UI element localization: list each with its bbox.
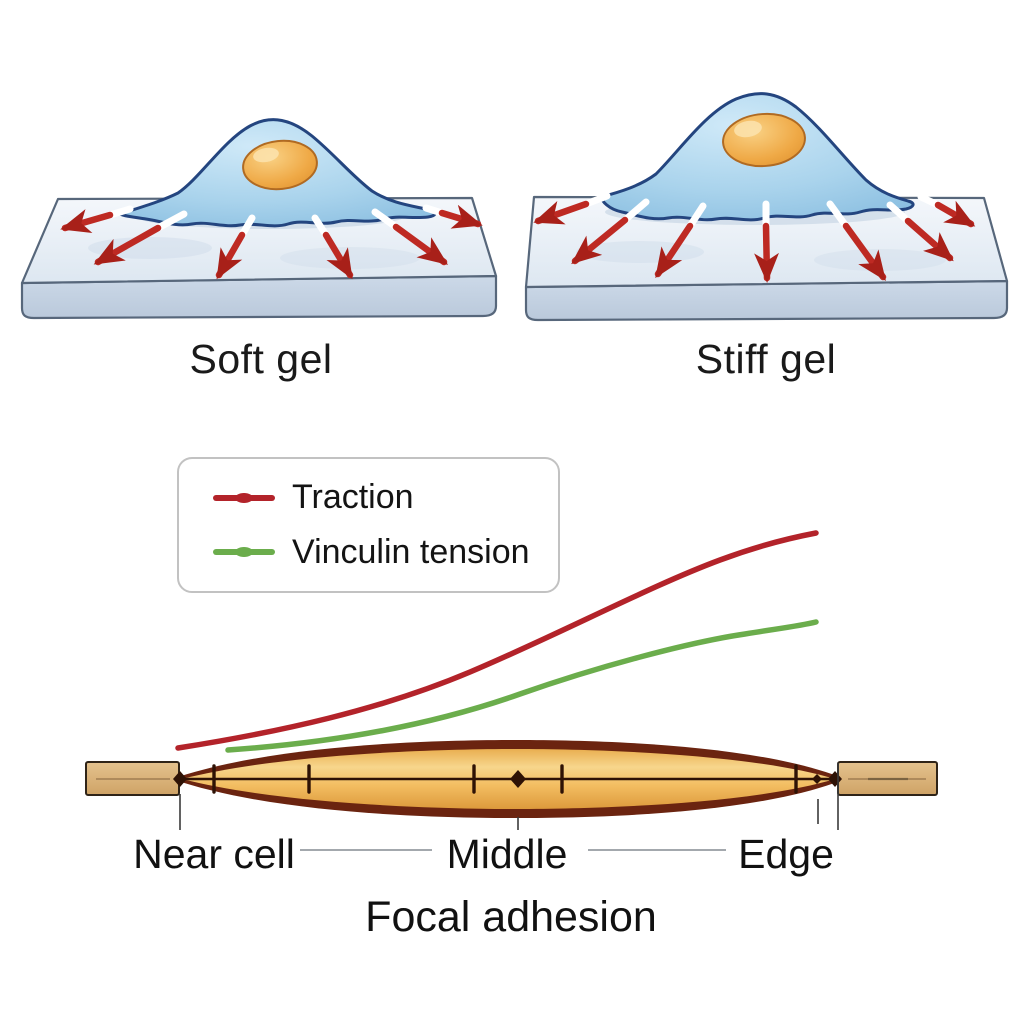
label-leader-lines (179, 763, 839, 830)
soft-gel-panel (20, 118, 498, 320)
vinculin-swatch-line (213, 547, 275, 558)
traction-arrow (93, 210, 188, 266)
cell-soft (116, 118, 437, 228)
stiff-gel-label: Stiff gel (695, 336, 837, 382)
label-connector-line (588, 849, 726, 851)
chart-legend: Traction Vinculin tension (177, 457, 560, 593)
stiff-gel-panel (524, 92, 1009, 322)
legend-item-traction: Traction (213, 478, 558, 517)
vinculin-swatch-dot (235, 547, 253, 558)
traction-swatch-line (213, 492, 275, 503)
soft-gel-label: Soft gel (189, 336, 333, 382)
gel-slab-front-face (20, 274, 498, 320)
vinculin-curve (225, 619, 819, 753)
adhesion-diamond-markers (173, 770, 842, 788)
nucleus-highlight (734, 120, 762, 138)
cell-stiff (599, 92, 915, 222)
traction-arrows-soft (60, 204, 483, 280)
legend-item-vinculin: Vinculin tension (213, 533, 558, 572)
traction-arrow (311, 214, 354, 280)
gel-shading (280, 247, 420, 269)
traction-arrow (422, 204, 483, 229)
traction-arrow (533, 192, 611, 225)
figure-title: Focal adhesion (365, 893, 657, 941)
label-connector-line (300, 849, 432, 851)
legend-label-traction: Traction (292, 478, 414, 517)
position-label-middle: Middle (446, 831, 568, 877)
focal-adhesion-bar (85, 740, 938, 830)
adhesion-ticks (212, 764, 798, 794)
traction-arrow (654, 202, 707, 279)
nucleus-highlight (253, 147, 279, 163)
traction-arrow (571, 198, 650, 265)
legend-label-vinculin: Vinculin tension (292, 532, 530, 571)
gel-slab-front-face (524, 279, 1009, 322)
traction-swatch-dot (235, 492, 253, 503)
traction-curve (175, 530, 819, 751)
traction-arrow (754, 200, 779, 283)
traction-arrow (371, 208, 449, 266)
position-label-near-cell: Near cell (133, 831, 295, 877)
traction-arrow (60, 205, 134, 234)
traction-arrow (886, 201, 954, 262)
traction-arrow (215, 214, 256, 280)
traction-arrow (826, 200, 887, 282)
position-label-edge: Edge (738, 831, 834, 877)
traction-arrows-stiff (533, 192, 976, 283)
traction-arrow (917, 193, 976, 228)
